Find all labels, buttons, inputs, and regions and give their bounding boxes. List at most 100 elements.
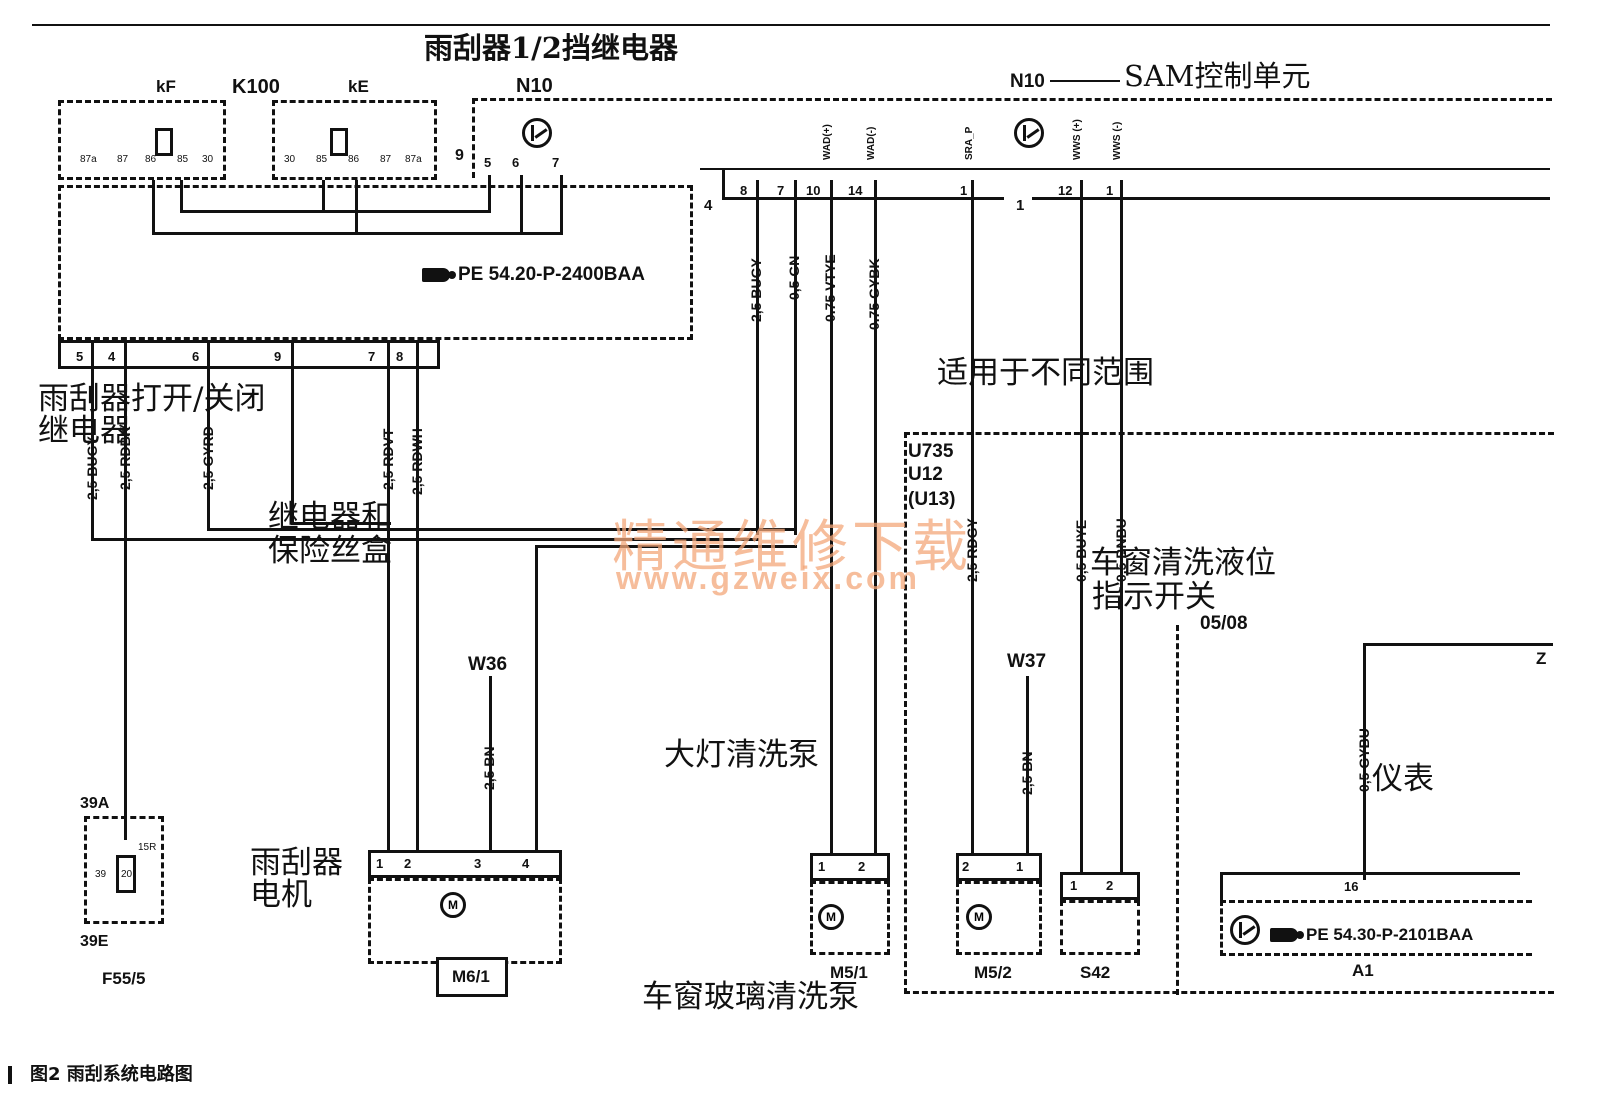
fuse-15r-label: 15R (138, 842, 157, 853)
wire-buye (1080, 180, 1083, 880)
box-bottom-left (58, 340, 61, 368)
wire-rdwh (416, 340, 419, 860)
pe-reference-2: PE 54.30-P-2101BAA (1270, 925, 1473, 945)
wire-label-w7: 2,5 GYRD (200, 426, 216, 490)
fuse-box-label: 继电器和 (268, 499, 392, 535)
sam-transistor-icon (1014, 118, 1044, 148)
box-pin-6: 6 (192, 349, 200, 364)
kf-pin-87: 87 (117, 154, 129, 165)
n10-sig-wad-minus: WAD(-) (866, 126, 877, 160)
wire-bugy-left (91, 340, 94, 540)
watermark-url: www.gzweix.com (616, 560, 920, 596)
wiper-motor-label: 雨刮器 (250, 845, 343, 881)
ke-pin-87: 87 (380, 154, 392, 165)
wire-label-w4: 0.75 GYBK (866, 258, 882, 330)
m52-frame (956, 881, 1042, 955)
connector-bar-left-end (722, 170, 725, 200)
wire-label-w9: 2,5 RDWH (409, 428, 425, 495)
window-pump-motor-icon: M (818, 904, 844, 930)
washer-level-label: 车窗清洗液位 (1090, 545, 1276, 581)
wire-box-9 (291, 340, 294, 525)
ke-pin-30: 30 (284, 154, 296, 165)
kf-pin-87a: 87a (80, 154, 97, 165)
range-label: 适用于不同范围 (937, 355, 1154, 391)
m51-frame (810, 881, 890, 955)
pointing-hand-icon-2 (1270, 928, 1304, 942)
wiper-onoff-label: 雨刮器打开/关闭 (38, 381, 266, 417)
w36-label: W36 (468, 654, 508, 675)
fuse-39a-label: 39A (80, 795, 110, 812)
m51-connector (810, 853, 890, 881)
wire-label-w11: 0,5 BUYE (1073, 519, 1089, 582)
box-pin-8: 8 (396, 349, 404, 364)
connector-bar-left (722, 197, 1004, 200)
a1-label: A1 (1352, 961, 1374, 980)
ke-pin-87a: 87a (405, 154, 422, 165)
relay-fuse-box-frame (58, 185, 693, 340)
relay-internal-v6 (322, 180, 325, 213)
fuse-20-label: 20 (121, 869, 133, 880)
a1-left-line (1220, 872, 1223, 900)
num-9: 9 (455, 147, 464, 164)
relay-internal-line-2 (180, 210, 490, 213)
headlamp-pump-label: 大灯清洗泵 (664, 737, 819, 773)
wire-rdgy (971, 180, 974, 860)
m61-frame (368, 878, 562, 964)
n10-frame (472, 98, 1552, 178)
w37-label: W37 (1007, 651, 1047, 672)
wire-horizontal-2 (207, 528, 797, 531)
relay-internal-v3 (488, 175, 491, 213)
relay-ke-frame (272, 100, 437, 180)
u735-label: U735 (908, 441, 954, 462)
a1-top-line (1220, 872, 1520, 875)
wire-horizontal-3 (535, 545, 797, 548)
n10-pin-6: 6 (512, 155, 520, 170)
num-4: 4 (704, 197, 713, 214)
relay-internal-v7 (355, 180, 358, 235)
z-label: Z (1536, 649, 1547, 668)
wire-horizontal-1 (91, 538, 759, 541)
n10-sig-wad-plus: WAD(+) (822, 124, 833, 160)
conn-pin-14: 14 (848, 183, 863, 198)
ke-label: kE (348, 77, 369, 96)
fuse-39e-label: 39E (80, 933, 109, 950)
a1-frame (1220, 900, 1532, 956)
u12-label: U12 (908, 464, 943, 485)
ke-pin-86: 86 (348, 154, 360, 165)
m51-pin-2: 2 (858, 859, 866, 874)
box-pin-4: 4 (108, 349, 116, 364)
wiper-motor-label-2: 电机 (250, 877, 312, 913)
wire-gn (794, 180, 797, 535)
wiper-onoff-label-2: 继电器 (38, 413, 131, 449)
kf-label: kF (156, 77, 176, 96)
wire-label-w3: 0.75 VTYE (822, 254, 838, 322)
fuse-f55-label: F55/5 (102, 969, 146, 988)
s42-connector (1060, 872, 1140, 900)
m61-pin-1: 1 (376, 856, 384, 871)
relay-kf-frame (58, 100, 226, 180)
wire-label-w2: 0,5 GN (786, 255, 802, 300)
relay-kf-coil (155, 128, 173, 156)
wire-motor-4 (535, 545, 538, 857)
m52-pin-2: 2 (962, 859, 970, 874)
box-bottom-right (437, 340, 440, 368)
n10-sig-sra-p: SRA_P (964, 126, 975, 160)
wire-gybu (1363, 645, 1366, 880)
caption-marker (8, 1066, 12, 1084)
box-bottom-line (58, 366, 440, 369)
s42-sub-frame (1176, 625, 1556, 995)
wire-rdbk (124, 340, 127, 840)
n10-top-label: N10 (1010, 71, 1045, 92)
conn-pin-8: 8 (740, 183, 748, 198)
fuse-39-label: 39 (95, 869, 107, 880)
box-bottom-bar (58, 340, 440, 343)
ke-pin-85: 85 (316, 154, 328, 165)
connector-bar-right (1032, 197, 1550, 200)
wire-label-w13: 2,5 BN (481, 746, 497, 790)
a1-pin-16: 16 (1344, 879, 1359, 894)
wire-bnbu (1120, 180, 1123, 880)
n10-pin-7: 7 (552, 155, 560, 170)
m61-pin-4: 4 (522, 856, 530, 871)
m61-label: M6/1 (452, 967, 490, 986)
